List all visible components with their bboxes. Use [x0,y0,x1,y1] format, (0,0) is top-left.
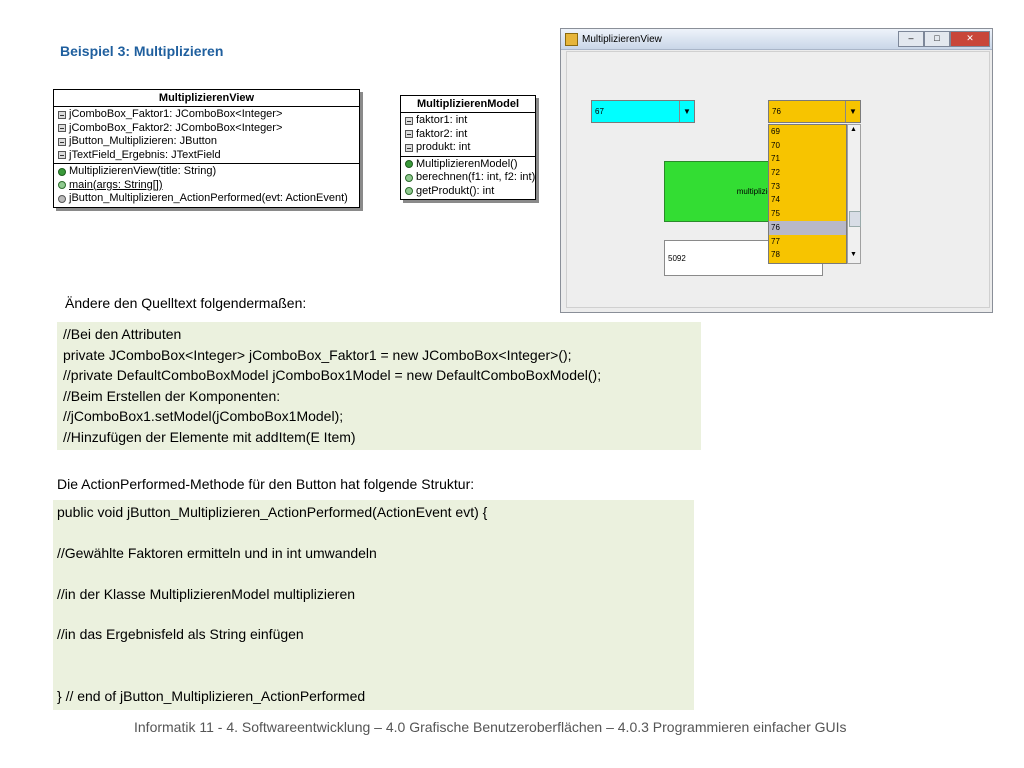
code-line [57,665,690,685]
scroll-thumb[interactable] [849,211,861,227]
scroll-up-icon[interactable]: ▲ [850,126,857,133]
dropdown-option[interactable]: 77 [771,236,780,246]
code-line: private JComboBox<Integer> jComboBox_Fak… [63,346,572,363]
uml-method: MultiplizierenView(title: String) [58,165,355,179]
code-line: //in der Klasse MultiplizierenModel mult… [57,585,356,602]
close-button[interactable]: ✕ [950,31,990,47]
field-icon [405,116,413,125]
combo-faktor2[interactable]: 76 ▼ [768,100,861,123]
combo-faktor1[interactable]: 67 ▼ [591,100,695,123]
uml-attribute: faktor2: int [405,128,531,142]
multiply-button-label: multipliziere [736,187,779,196]
code-line [57,604,690,624]
uml-class-multiplizieren-model: MultiplizierenModel faktor1: int faktor2… [400,95,536,200]
dropdown-option[interactable]: 74 [771,195,780,205]
field-icon [58,110,66,119]
code-line: //Bei den Attributen [63,326,182,342]
uml-method: getProdukt(): int [405,185,531,199]
maximize-button[interactable]: □ [924,31,950,47]
dropdown-option[interactable]: 73 [771,181,780,191]
page-footer: Informatik 11 - 4. Softwareentwicklung –… [134,719,847,735]
multiply-button[interactable]: multipliziere [664,161,784,222]
window-titlebar: MultiplizierenView – □ ✕ [561,29,992,50]
uml-attribute: faktor1: int [405,114,531,128]
field-icon [405,130,413,139]
caption-quelltext: Ändere den Quelltext folgendermaßen: [65,295,307,311]
field-icon [58,151,66,160]
code-line: //in das Ergebnisfeld als String einfüge… [57,626,304,643]
code-line: } // end of jButton_Multiplizieren_Actio… [57,687,366,704]
uml-method: MultiplizierenModel() [405,158,531,172]
code-line: //Beim Erstellen der Komponenten: [63,387,281,404]
code-line [57,645,690,665]
code-line: //jComboBox1.setModel(jComboBox1Model); [63,408,344,424]
uml-class-multiplizieren-view: MultiplizierenView jComboBox_Faktor1: JC… [53,89,360,208]
field-icon [405,143,413,152]
uml-attribute: produkt: int [405,141,531,155]
field-icon [58,137,66,146]
uml-method: main(args: String[]) [58,179,355,193]
code-line: //private DefaultComboBoxModel jComboBox… [63,367,602,383]
combo-value: 67 [595,107,604,116]
uml-methods: MultiplizierenView(title: String) main(a… [54,164,359,207]
uml-methods: MultiplizierenModel() berechnen(f1: int,… [401,157,535,200]
uml-attributes: jComboBox_Faktor1: JComboBox<Integer> jC… [54,107,359,164]
uml-method: jButton_Multiplizieren_ActionPerformed(e… [58,192,355,206]
uml-class-title: MultiplizierenView [54,90,359,107]
scroll-down-icon[interactable]: ▼ [850,251,857,258]
chevron-down-icon[interactable]: ▼ [679,101,694,122]
method-icon [405,173,413,182]
chevron-down-icon[interactable]: ▼ [845,101,860,122]
page-heading: Beispiel 3: Multiplizieren [60,43,224,59]
code-line: //Hinzufügen der Elemente mit addItem(E … [63,428,356,445]
java-app-icon [565,32,578,46]
dropdown-scrollbar[interactable]: ▲ ▼ [847,124,861,264]
uml-attribute: jComboBox_Faktor2: JComboBox<Integer> [58,122,355,136]
uml-attributes: faktor1: int faktor2: int produkt: int [401,113,535,157]
dropdown-option-selected[interactable]: 76 [769,220,846,235]
uml-attribute: jButton_Multiplizieren: JButton [58,135,355,149]
minimize-button[interactable]: – [898,31,924,47]
uml-class-title: MultiplizierenModel [401,96,535,113]
constructor-icon [405,160,413,169]
code-line [57,522,690,542]
code-block-actionperformed: public void jButton_Multiplizieren_Actio… [53,500,694,710]
combo-value: 76 [772,107,781,116]
uml-attribute: jComboBox_Faktor1: JComboBox<Integer> [58,108,355,122]
method-icon [58,181,66,190]
dropdown-option[interactable]: 75 [771,209,780,219]
window-title: MultiplizierenView [582,33,662,45]
dropdown-option[interactable]: 71 [771,154,780,164]
method-icon [405,187,413,196]
dropdown-option[interactable]: 69 [771,127,780,136]
uml-attribute: jTextField_Ergebnis: JTextField [58,149,355,163]
uml-method: berechnen(f1: int, f2: int) [405,171,535,185]
code-line: public void jButton_Multiplizieren_Actio… [57,504,488,520]
caption-actionperformed: Die ActionPerformed-Methode für den Butt… [57,476,475,492]
dropdown-option[interactable]: 72 [771,168,780,178]
dropdown-option[interactable]: 70 [771,140,780,150]
code-line: //Gewählte Faktoren ermitteln und in int… [57,544,377,561]
result-value: 5092 [668,253,686,263]
constructor-icon [58,167,66,176]
method-icon [58,194,66,203]
combo-faktor2-dropdown: 69 70 71 72 73 74 75 76 77 78 [768,124,847,264]
code-block-attributes: //Bei den Attributen private JComboBox<I… [57,322,701,450]
window-controls: – □ ✕ [898,31,990,47]
code-line [57,563,690,583]
app-window-screenshot: MultiplizierenView – □ ✕ 67 ▼ multiplizi… [560,28,993,313]
field-icon [58,124,66,133]
dropdown-option[interactable]: 78 [771,250,780,260]
window-content: 67 ▼ multipliziere 5092 76 ▼ 69 70 71 72… [566,51,990,308]
